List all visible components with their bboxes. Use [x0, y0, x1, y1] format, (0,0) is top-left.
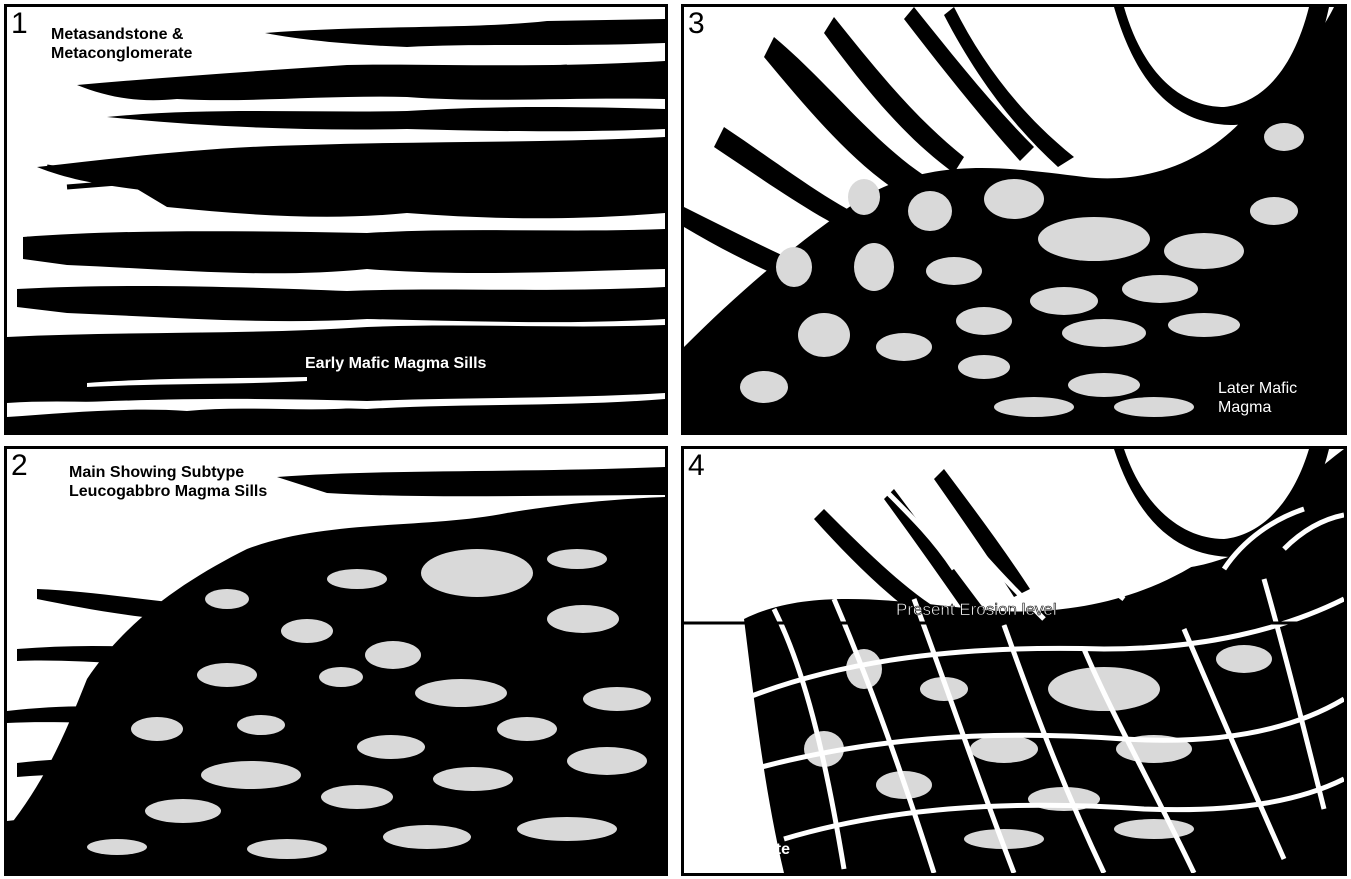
panel-4: 4 Present Erosion level Late Granodiorit… [681, 446, 1347, 876]
granodiorite-label-line-2: Granodiorite [694, 840, 790, 859]
host-rock-label-line-2: Metaconglomerate [51, 44, 192, 63]
sill-6 [23, 229, 665, 273]
panel-1: 1 Metasandstone & Metaconglomerate Early… [4, 4, 668, 435]
leucogabbro-sills-label: Main Showing Subtype Leucogabbro Magma S… [69, 463, 267, 501]
sill-2 [77, 61, 665, 100]
granodiorite-label-line-1: Late [694, 821, 790, 840]
host-rock-label: Metasandstone & Metaconglomerate [51, 25, 192, 63]
panel-4-illustration [684, 449, 1344, 873]
sill-7 [17, 286, 665, 322]
sill-1 [265, 19, 665, 47]
erosion-level-label: Present Erosion level [896, 600, 1057, 619]
later-mafic-label-line-1: Later Mafic [1218, 379, 1297, 398]
panel-3-illustration [684, 7, 1344, 432]
panel-4-number: 4 [688, 451, 705, 481]
later-mafic-label: Later Mafic Magma [1218, 379, 1297, 417]
early-sills-label: Early Mafic Magma Sills [305, 354, 486, 373]
panel-1-number: 1 [11, 9, 28, 39]
panel-3: 3 Later Mafic Magma [681, 4, 1347, 435]
panel-2: 2 Main Showing Subtype Leucogabbro Magma… [4, 446, 668, 876]
host-rock-label-line-1: Metasandstone & [51, 25, 192, 44]
later-mafic-label-line-2: Magma [1218, 398, 1297, 417]
panel-2-number: 2 [11, 451, 28, 481]
leucogabbro-label-line-2: Leucogabbro Magma Sills [69, 482, 267, 501]
granodiorite-label: Late Granodiorite [694, 821, 790, 859]
leucogabbro-label-line-1: Main Showing Subtype [69, 463, 267, 482]
panel-3-number: 3 [688, 9, 705, 39]
panel-2-illustration [7, 449, 665, 873]
sill-3 [107, 107, 665, 131]
